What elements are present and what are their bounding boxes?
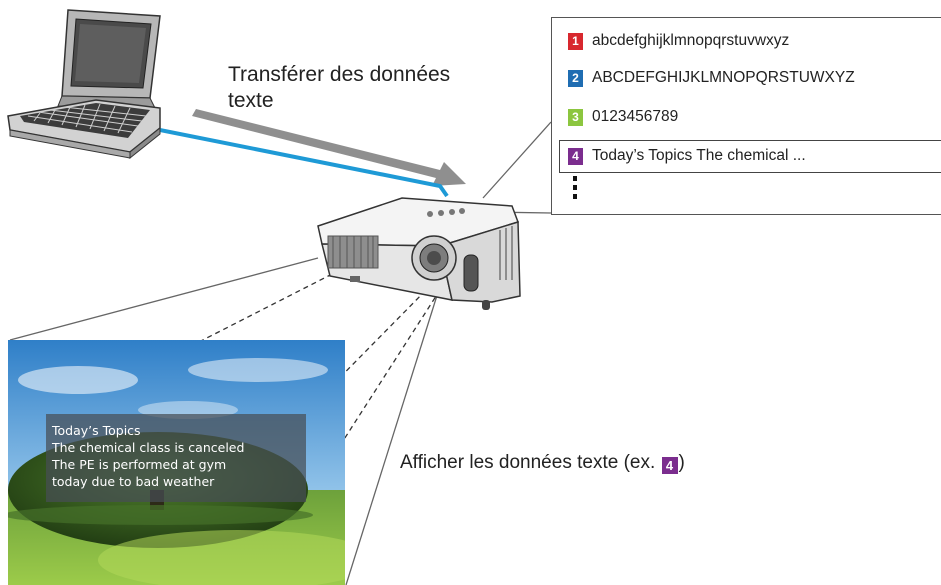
projection-edge-right [345,269,446,585]
projector-icon [317,197,521,310]
overlay-line-1: Today’s Topics [52,423,141,438]
text-data-item-2: 2 ABCDEFGHIJKLMNOPQRSTUWXYZ [568,67,855,89]
text-data-item-4: 4 Today’s Topics The chemical ... [568,145,806,167]
example-badge: 4 [661,457,678,474]
more-items-ellipsis [573,176,577,199]
transfer-arrow [192,109,466,186]
badge-3: 3 [568,108,583,126]
selected-item-frame [559,140,941,173]
text-data-value-3: 0123456789 [592,108,679,125]
text-data-value-4: Today’s Topics The chemical ... [592,147,806,164]
badge-1: 1 [568,32,583,50]
display-label: Afficher les données texte (ex. 4) [400,452,685,474]
text-overlay: Today’s Topics The chemical class is can… [46,414,306,502]
overlay-line-2: The chemical class is canceled [52,440,245,455]
transfer-label-line1: Transférer des données [228,63,451,86]
text-data-item-3: 3 0123456789 [568,106,678,128]
badge-4: 4 [568,147,583,165]
laptop-icon [7,9,161,160]
transfer-label-line2: texte [228,89,274,112]
transfer-label: Transférer des données texte [228,62,450,114]
cable [149,126,449,198]
callout-line-top [482,121,552,199]
text-data-item-1: 1 abcdefghijklmnopqrstuvwxyz [568,30,789,52]
text-data-value-1: abcdefghijklmnopqrstuvwxyz [592,32,790,49]
projected-screen: Today’s Topics The chemical class is can… [8,340,345,585]
text-data-value-2: ABCDEFGHIJKLMNOPQRSTUWXYZ [592,69,855,86]
text-data-panel: 1 abcdefghijklmnopqrstuvwxyz 2 ABCDEFGHI… [551,17,941,215]
projection-edge-left [9,257,319,341]
display-label-prefix: Afficher les données texte (ex. [400,452,661,473]
overlay-line-4: today due to bad weather [52,474,215,489]
overlay-line-3: The PE is performed at gym [52,457,227,472]
badge-2: 2 [568,69,583,87]
display-label-suffix: ) [678,452,685,473]
